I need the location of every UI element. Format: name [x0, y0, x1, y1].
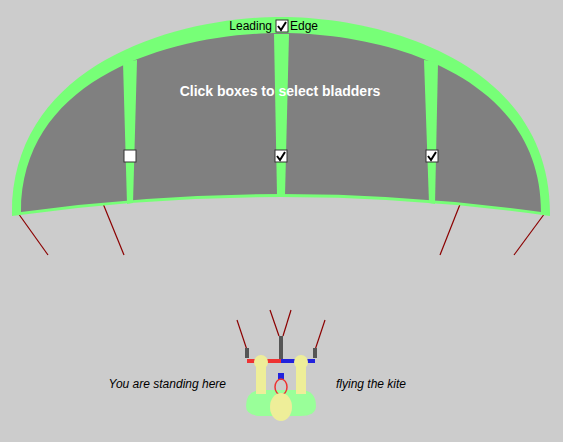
bladder-checkboxes — [124, 20, 438, 162]
leading-edge-label: Leading — [200, 19, 272, 33]
struts — [123, 34, 438, 204]
note-text: flying the kite — [336, 377, 496, 391]
leading-edge-label: Edge — [290, 19, 362, 33]
canopy — [21, 33, 541, 212]
note-text: You are standing here — [60, 377, 226, 391]
leading-edge — [12, 17, 550, 216]
instruction-text: Click boxes to select bladders — [130, 83, 430, 99]
rider-figure — [237, 310, 325, 421]
